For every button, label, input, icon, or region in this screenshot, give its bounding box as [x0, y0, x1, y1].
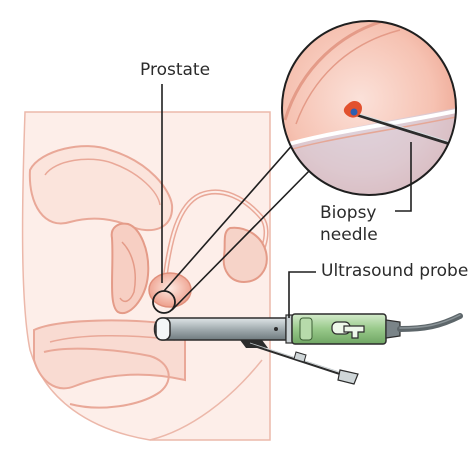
inset-needle-highlight [355, 112, 451, 143]
probe-handle-groove [299, 317, 313, 341]
inset-duct [283, 21, 396, 121]
inset-needle-tip-icon [350, 108, 358, 116]
leader-lines [161, 84, 412, 318]
inset-rectal-band [282, 105, 456, 195]
lower-curve [149, 359, 263, 441]
prostate-gland [148, 272, 192, 308]
bladder [110, 222, 150, 315]
pubic-bone-inner [44, 158, 161, 206]
probe-collar [285, 314, 293, 344]
zoom-connector [152, 141, 313, 314]
ultrasound-probe [153, 313, 463, 348]
magnified-inset [281, 20, 457, 196]
needle-handle-icon [337, 369, 359, 385]
probe-cable [397, 313, 463, 332]
zoom-line-bottom [171, 167, 313, 311]
probe-cable-strain [385, 319, 401, 339]
probe-handle-key-icon [343, 325, 365, 339]
probe-button-icon [274, 327, 278, 331]
biopsy-needle-assembly [247, 342, 359, 385]
bladder-inner [119, 241, 136, 303]
biopsy-needle-leader [395, 142, 412, 212]
probe-leader [288, 271, 316, 318]
pubic-bone [28, 145, 174, 232]
inset-duct-inner [295, 29, 401, 125]
probe-tip-cap [155, 317, 171, 341]
pelvis-cross-section [21, 111, 271, 441]
label-prostate: Prostate [140, 60, 211, 80]
seminal-duct-inner [164, 190, 267, 279]
seminal-vesicle [222, 226, 268, 284]
probe-cable-highlight [399, 314, 461, 329]
zoom-line-top [163, 141, 296, 292]
inset-needle [353, 112, 451, 146]
label-biopsy: Biopsy [320, 203, 377, 223]
label-needle: needle [320, 225, 378, 245]
inset-border [281, 20, 457, 196]
label-ultrasound-probe: Ultrasound probe [321, 261, 469, 281]
rectum-lower [43, 347, 170, 409]
probe-shaft [153, 317, 287, 341]
needle-hub-icon [293, 351, 307, 363]
